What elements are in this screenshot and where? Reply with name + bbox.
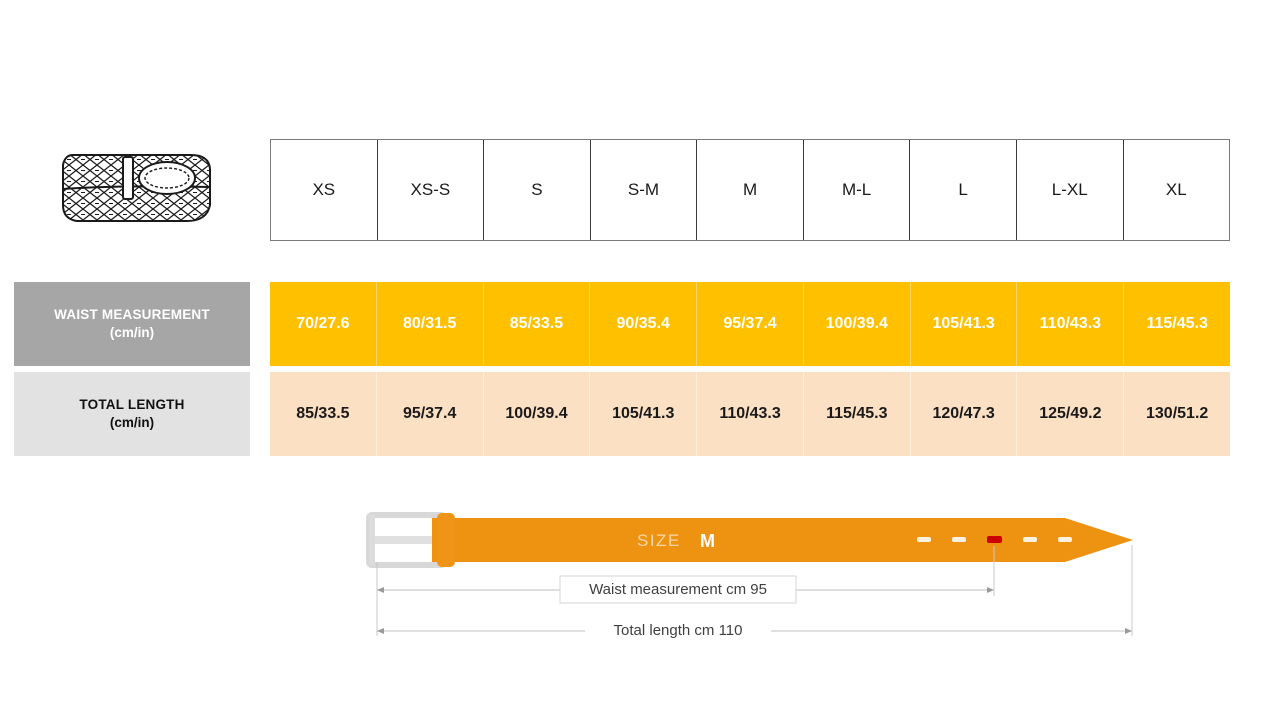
- waist-value-cell: 115/45.3: [1124, 282, 1231, 366]
- waist-value-cell: 105/41.3: [910, 282, 1018, 366]
- total-length-label: TOTAL LENGTH (cm/in): [14, 372, 250, 456]
- dimension-arrow-left: [377, 587, 384, 593]
- size-header-cell: XL: [1165, 180, 1187, 199]
- total-length-caption: Total length cm 110: [614, 622, 743, 639]
- belt-hole: [1023, 537, 1037, 542]
- belt-hole: [952, 537, 966, 542]
- length-value-cell: 95/37.4: [376, 372, 484, 456]
- waist-label-box: [559, 575, 797, 604]
- length-value-cell: 110/43.3: [697, 372, 804, 456]
- dimension-arrow-right: [987, 587, 994, 593]
- size-header-cell: M-L: [804, 140, 911, 240]
- length-value-cell: 115/45.3: [803, 372, 911, 456]
- waist-value-cell: 90/35.4: [590, 282, 698, 366]
- waist-value-cells: 70/27.6 80/31.5 85/33.5 90/35.4 95/37.4 …: [270, 282, 1231, 366]
- belt-strap: [432, 518, 1133, 562]
- braided-belt-illustration: [55, 143, 220, 243]
- waist-value-cell: 100/39.4: [803, 282, 911, 366]
- length-value-cell: 100/39.4: [483, 372, 591, 456]
- size-header-cell: XS-S: [378, 140, 485, 240]
- size-header-cell: L: [910, 140, 1017, 240]
- waist-value-cell: 70/27.6: [270, 282, 377, 366]
- waist-measurement-label: WAIST MEASUREMENT (cm/in): [14, 282, 250, 366]
- size-header-table: XS XS-S S S-M M M-L L L-XL XL: [270, 139, 1230, 241]
- belt-measurement-diagram: SIZE M Waist measurement cm 95 Total len…: [355, 500, 1155, 650]
- length-value-cell: 105/41.3: [590, 372, 698, 456]
- waist-measurement-row: WAIST MEASUREMENT (cm/in) 70/27.6 80/31.…: [0, 282, 1280, 366]
- dimension-arrow-left: [377, 628, 384, 634]
- belt-keeper-loop: [437, 513, 455, 567]
- size-header-cell: XS: [271, 140, 378, 240]
- length-label-box: [585, 619, 771, 643]
- size-prefix-label: SIZE: [637, 531, 681, 550]
- waist-value-cell: 95/37.4: [697, 282, 804, 366]
- size-header-cell: S: [484, 140, 591, 240]
- length-value-cell: 130/51.2: [1124, 372, 1231, 456]
- waist-measurement-caption: Waist measurement cm 95: [589, 581, 767, 598]
- size-header-cell: L-XL: [1017, 140, 1124, 240]
- waist-value-cell: 110/43.3: [1017, 282, 1125, 366]
- waist-value-cell: 85/33.5: [483, 282, 591, 366]
- belt-hole-highlighted: [987, 536, 1002, 543]
- length-value-cells: 85/33.5 95/37.4 100/39.4 105/41.3 110/43…: [270, 372, 1231, 456]
- dimension-arrow-right: [1125, 628, 1132, 634]
- braided-belt-icon: [62, 154, 211, 222]
- size-header-cell: M: [697, 140, 804, 240]
- belt-hole: [1058, 537, 1072, 542]
- waist-label-line1: WAIST MEASUREMENT: [54, 306, 210, 322]
- size-header-cell: S-M: [591, 140, 698, 240]
- length-value-cell: 85/33.5: [270, 372, 377, 456]
- total-length-row: TOTAL LENGTH (cm/in) 85/33.5 95/37.4 100…: [0, 372, 1280, 456]
- length-value-cell: 125/49.2: [1017, 372, 1125, 456]
- belt-hole: [917, 537, 931, 542]
- size-value-label: M: [700, 531, 715, 551]
- waist-label-line2: (cm/in): [109, 325, 155, 340]
- waist-value-cell: 80/31.5: [376, 282, 484, 366]
- length-label-line1: TOTAL LENGTH: [79, 396, 185, 412]
- length-label-line2: (cm/in): [109, 415, 155, 430]
- length-value-cell: 120/47.3: [910, 372, 1018, 456]
